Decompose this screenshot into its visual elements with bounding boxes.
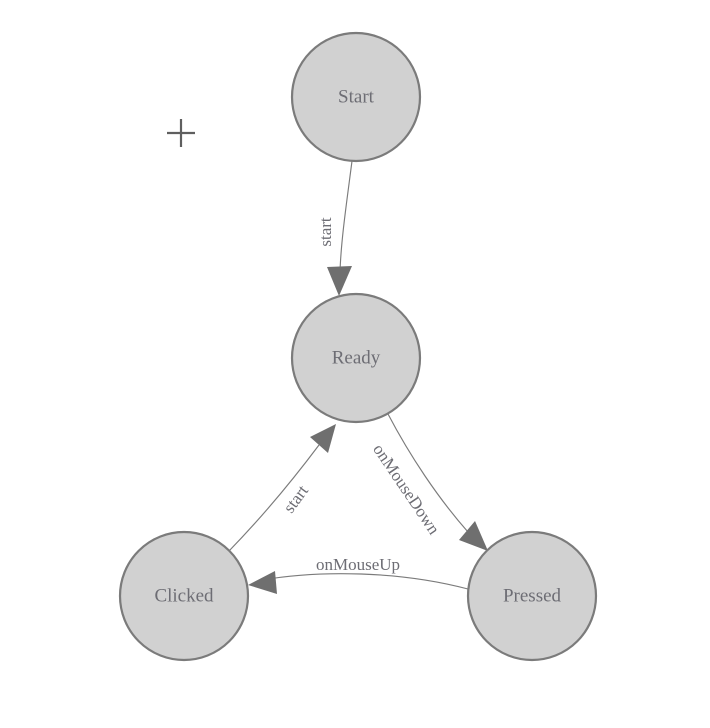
plus-marker-icon[interactable] (167, 119, 195, 147)
node-ready-circle[interactable] (290, 292, 422, 424)
node-start-label: Start (338, 86, 375, 107)
edge-ready-to-pressed-arrowhead (459, 521, 488, 551)
node-ready[interactable]: Ready (290, 292, 422, 424)
edge-pressed-to-clicked-path (261, 573, 469, 590)
edge-clicked-to-ready-path (228, 444, 320, 552)
edge-start-to-ready-label: start (316, 217, 335, 247)
edge-pressed-to-clicked-label: onMouseUp (316, 555, 400, 574)
node-ready-label: Ready (332, 347, 381, 368)
node-start-circle[interactable] (290, 31, 422, 163)
edge-pressed-to-clicked[interactable]: onMouseUp (248, 555, 469, 594)
node-clicked-circle[interactable] (118, 530, 250, 662)
edge-start-to-ready-path (339, 160, 353, 273)
node-clicked-label: Clicked (154, 585, 214, 606)
edge-ready-to-pressed[interactable]: onMouseDown (369, 413, 488, 551)
node-pressed-label: Pressed (503, 585, 562, 606)
edge-clicked-to-ready-arrowhead (310, 424, 336, 453)
edge-ready-to-pressed-label: onMouseDown (369, 440, 444, 538)
edge-pressed-to-clicked-arrowhead (248, 571, 277, 594)
node-pressed[interactable]: Pressed (466, 530, 598, 662)
edge-ready-to-pressed-path (387, 413, 469, 533)
edge-clicked-to-ready-label: start (279, 481, 312, 516)
edge-start-to-ready[interactable]: start (316, 160, 353, 296)
edge-start-to-ready-arrowhead (327, 266, 352, 296)
node-pressed-circle[interactable] (466, 530, 598, 662)
node-clicked[interactable]: Clicked (118, 530, 250, 662)
node-start[interactable]: Start (290, 31, 422, 163)
edge-clicked-to-ready[interactable]: start (228, 424, 336, 552)
